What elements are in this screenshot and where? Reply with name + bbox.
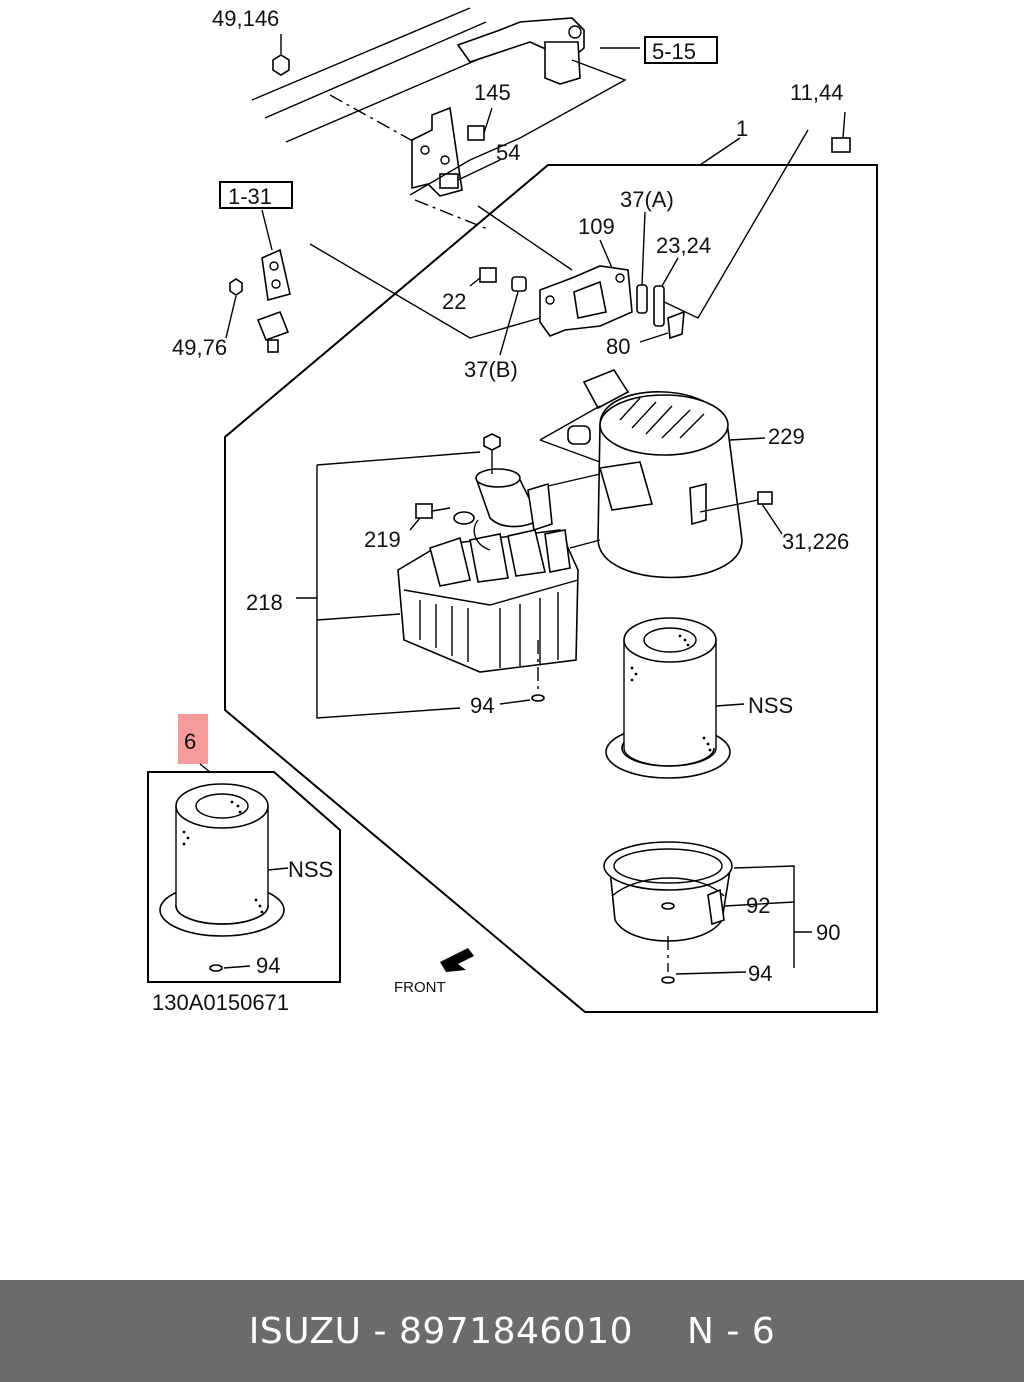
front-label: FRONT <box>394 979 446 996</box>
footer-separator: - <box>373 1310 387 1352</box>
drain-94-top <box>499 640 545 705</box>
callout-94-inset: 94 <box>256 953 280 978</box>
filter-element-inset <box>159 783 289 937</box>
nut-49-76 <box>225 278 243 339</box>
callout-229: 229 <box>768 424 805 449</box>
drawing-number: 130A0150671 <box>152 990 289 1015</box>
highlight-6 <box>178 714 208 764</box>
bolt-145 <box>467 107 493 141</box>
clip-80 <box>639 310 685 343</box>
callout-1: 1 <box>736 116 748 141</box>
callout-92: 92 <box>746 893 770 918</box>
callout-31-226: 31,226 <box>782 529 849 554</box>
callout-37b: 37(B) <box>464 357 518 382</box>
callout-nss-inset: NSS <box>288 857 333 882</box>
footer-brand: ISUZU <box>248 1310 362 1352</box>
drain-94-inset <box>209 964 251 972</box>
cleaner-housing-229 <box>567 369 766 579</box>
nut-49-146 <box>272 34 290 76</box>
washer-23-24 <box>653 257 679 327</box>
rubber-37a <box>636 211 648 314</box>
callout-90: 90 <box>816 920 840 945</box>
dust-cup-90 <box>603 841 733 942</box>
callout-1-31: 1-31 <box>228 184 272 209</box>
frame-rail <box>251 7 501 146</box>
callout-5-15: 5-15 <box>652 39 696 64</box>
footer-bar: ISUZU - 8971846010 N - 6 <box>0 1280 1024 1382</box>
callout-nss-main: NSS <box>748 693 793 718</box>
callout-37a: 37(A) <box>620 187 674 212</box>
callout-box-1-31 <box>219 181 293 209</box>
clamp-219 <box>453 511 475 525</box>
bolt-54 <box>439 159 501 189</box>
callout-54: 54 <box>496 140 520 165</box>
callout-49-146: 49,146 <box>212 6 279 31</box>
drain-94-bottom <box>661 936 675 984</box>
callout-11-44: 11,44 <box>790 80 843 105</box>
callout-94-top: 94 <box>470 693 494 718</box>
filter-element-nss <box>605 617 745 779</box>
footer-part-number: 8971846010 <box>398 1310 634 1352</box>
bolt-top-218 <box>483 433 501 474</box>
upper-bracket-5-15 <box>456 17 640 85</box>
parts-diagram: 49,146 5-15 145 11,44 1 54 1-31 37(A) 10… <box>147 6 878 1015</box>
bolt-219 <box>409 503 451 531</box>
mount-bracket-109 <box>539 239 633 337</box>
assembly-boundary <box>224 164 878 1013</box>
callout-219: 219 <box>364 527 401 552</box>
callout-109: 109 <box>578 214 615 239</box>
lower-case-218 <box>397 529 579 673</box>
callout-6: 6 <box>184 729 196 754</box>
bolt-31-226 <box>699 491 783 535</box>
callout-box-5-15 <box>644 36 718 64</box>
callout-23-24: 23,24 <box>656 233 711 258</box>
intake-elbow-219 <box>473 468 601 551</box>
side-bracket-1-31 <box>256 209 291 353</box>
callout-22: 22 <box>442 289 466 314</box>
callout-218: 218 <box>246 590 283 615</box>
callout-94-bottom: 94 <box>748 961 772 986</box>
callout-145: 145 <box>474 80 511 105</box>
footer-ref: N - 6 <box>687 1310 776 1352</box>
callout-49-76: 49,76 <box>172 335 227 360</box>
bolt-22 <box>469 267 497 287</box>
inset-box <box>147 771 341 983</box>
bushing-37b <box>499 276 527 356</box>
bolt-11-44 <box>659 111 851 319</box>
callout-80: 80 <box>606 334 630 359</box>
front-arrow-icon <box>440 948 474 972</box>
